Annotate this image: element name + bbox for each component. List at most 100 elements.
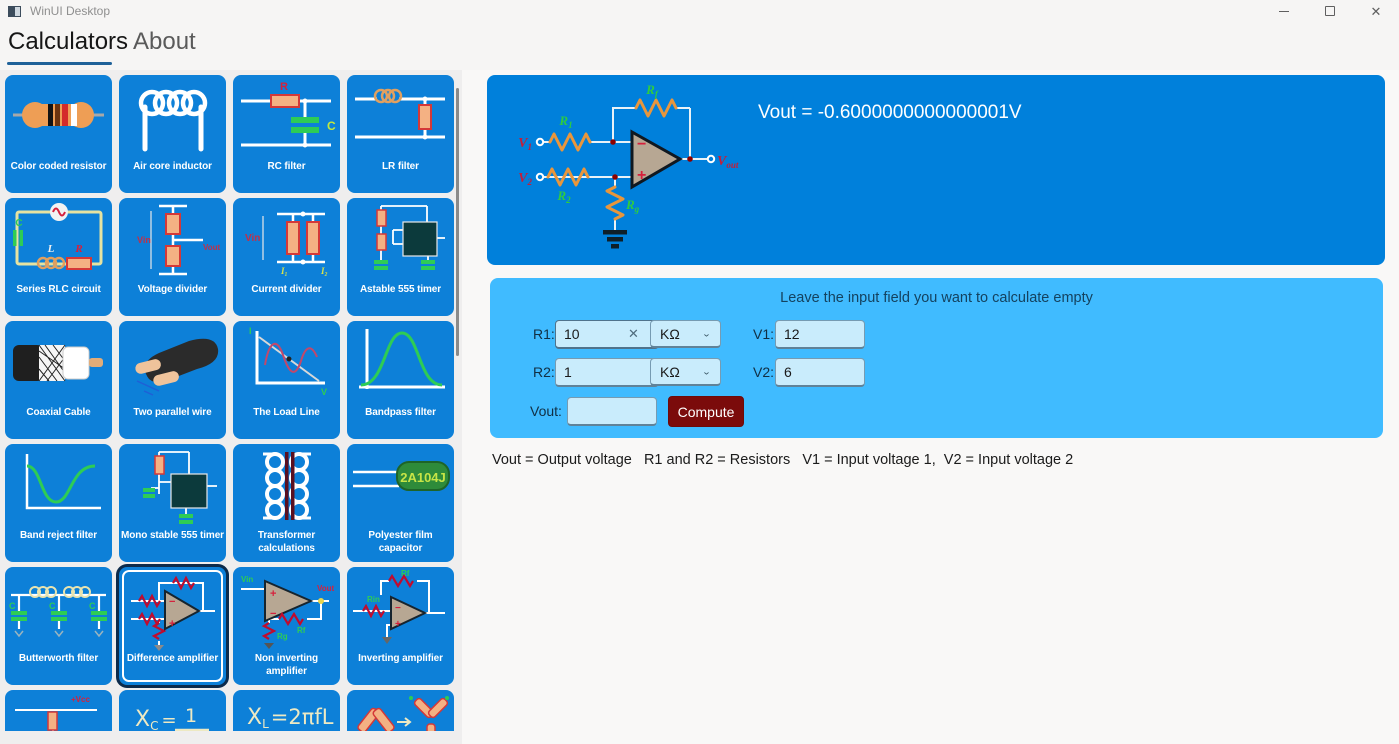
vout-input[interactable] bbox=[567, 397, 657, 426]
delta-to-y-icon bbox=[357, 696, 449, 731]
v1-input[interactable] bbox=[775, 320, 865, 349]
tile-the-load-line[interactable]: I V The Load Line bbox=[233, 321, 340, 439]
v2-input[interactable] bbox=[775, 358, 865, 387]
vertical-scrollbar[interactable] bbox=[456, 88, 459, 356]
difference-amplifier-icon: − + bbox=[131, 575, 215, 651]
svg-text:1: 1 bbox=[185, 705, 197, 727]
clear-r1-icon[interactable]: ✕ bbox=[628, 326, 639, 341]
r1-unit-dropdown[interactable]: KΩ ⌄ bbox=[650, 320, 721, 348]
r2-input[interactable] bbox=[555, 358, 659, 387]
tile-color-coded-resistor[interactable]: Color coded resistor bbox=[5, 75, 112, 193]
svg-text:C: C bbox=[89, 601, 96, 611]
tile-label: Difference amplifier bbox=[126, 653, 219, 664]
svg-text:+: + bbox=[169, 618, 175, 630]
tile-lr-filter[interactable]: LR filter bbox=[347, 75, 454, 193]
result-text: Vout = -0.6000000000000001V bbox=[758, 102, 1022, 123]
svg-text:Rf: Rf bbox=[401, 569, 410, 578]
r2-unit-dropdown[interactable]: KΩ ⌄ bbox=[650, 358, 721, 386]
tile-label: Inverting amplifier bbox=[358, 653, 443, 664]
tile-capacitive-reactance-formula[interactable]: XC= 1 2πfC bbox=[119, 690, 226, 731]
svg-text:Vin: Vin bbox=[137, 235, 151, 245]
input-panel: Leave the input field you want to calcul… bbox=[490, 278, 1383, 438]
series-rlc-icon: C L R bbox=[13, 203, 103, 270]
svg-text:XC=: XC= bbox=[135, 707, 177, 731]
tile-series-rlc-circuit[interactable]: C L R Series RLC circuit bbox=[5, 198, 112, 316]
tile-transformer-calculations[interactable]: Transformer calculations bbox=[233, 444, 340, 562]
tile-coaxial-cable[interactable]: Coaxial Cable bbox=[5, 321, 112, 439]
tile-transistor-bias[interactable]: +Vcc bbox=[5, 690, 112, 731]
svg-text:L: L bbox=[47, 243, 55, 255]
tile-label: Air core inductor bbox=[133, 161, 212, 172]
chevron-down-icon: ⌄ bbox=[701, 329, 711, 339]
monostable-555-icon bbox=[143, 451, 217, 524]
svg-text:V1: V1 bbox=[518, 136, 532, 152]
tile-label: Band reject filter bbox=[19, 530, 98, 541]
svg-text:2A104J: 2A104J bbox=[400, 470, 446, 485]
svg-text:I₂: I₂ bbox=[320, 266, 328, 276]
svg-text:XL=2πfL: XL=2πfL bbox=[247, 705, 334, 731]
lr-filter-icon bbox=[355, 88, 445, 140]
svg-text:Rg: Rg bbox=[625, 197, 640, 214]
tile-two-parallel-wire[interactable]: Two parallel wire bbox=[119, 321, 226, 439]
tile-butterworth-filter[interactable]: C C C Butterworth filter bbox=[5, 567, 112, 685]
tile-voltage-divider[interactable]: Vin Vout Voltage divider bbox=[119, 198, 226, 316]
tile-label: Mono stable 555 timer bbox=[121, 530, 224, 541]
tile-label: LR filter bbox=[382, 161, 419, 172]
tile-polyester-film-capacitor[interactable]: 2A104J Polyester film capacitor bbox=[347, 444, 454, 562]
tile-astable-555-timer[interactable]: Astable 555 timer bbox=[347, 198, 454, 316]
tab-selection-indicator bbox=[7, 62, 112, 65]
svg-text:−: − bbox=[169, 596, 175, 608]
r1-unit-value: KΩ bbox=[660, 325, 680, 342]
title-bar: WinUI Desktop ✕ bbox=[0, 0, 1399, 22]
coaxial-cable-icon bbox=[13, 344, 103, 382]
close-button[interactable]: ✕ bbox=[1353, 0, 1399, 22]
tile-non-inverting-amplifier[interactable]: + − Vin Vout Rf Rg Non inverting amplifi… bbox=[233, 567, 340, 685]
tile-inverting-amplifier[interactable]: − + Rf Rin Inverting amplifier bbox=[347, 567, 454, 685]
tile-delta-to-y-conversion[interactable] bbox=[347, 690, 454, 731]
butterworth-filter-icon: C C C bbox=[9, 586, 107, 638]
tile-difference-amplifier[interactable]: − + Difference amplifier bbox=[119, 567, 226, 685]
tile-label: Polyester film capacitor bbox=[368, 530, 433, 554]
svg-text:C: C bbox=[9, 601, 16, 611]
v2-label: V2: bbox=[753, 364, 775, 380]
compute-button[interactable]: Compute bbox=[668, 396, 744, 427]
svg-text:−: − bbox=[270, 608, 276, 620]
opamp-plus-input: + bbox=[637, 167, 646, 184]
minimize-button[interactable] bbox=[1261, 0, 1307, 22]
tile-current-divider[interactable]: Vin I₁ I₂ Current divider bbox=[233, 198, 340, 316]
svg-text:V2: V2 bbox=[518, 171, 532, 187]
tile-mono-stable-555-timer[interactable]: Mono stable 555 timer bbox=[119, 444, 226, 562]
tile-label: Color coded resistor bbox=[10, 161, 107, 172]
svg-text:Vout: Vout bbox=[203, 243, 221, 252]
color-coded-resistor-icon bbox=[13, 102, 104, 128]
r2-unit-value: KΩ bbox=[660, 363, 680, 380]
svg-text:−: − bbox=[395, 603, 401, 614]
tile-label: RC filter bbox=[267, 161, 306, 172]
calculator-tile-grid: Color coded resistor Air core inductor R… bbox=[5, 75, 454, 731]
restore-button[interactable] bbox=[1307, 0, 1353, 22]
tile-label: Butterworth filter bbox=[18, 653, 99, 664]
tile-rc-filter[interactable]: R C RC filter bbox=[233, 75, 340, 193]
svg-text:R: R bbox=[280, 81, 288, 93]
svg-text:Rin: Rin bbox=[367, 595, 380, 604]
opamp-minus-input: − bbox=[637, 136, 646, 153]
tab-bar: Calculators About bbox=[0, 22, 1399, 70]
bandpass-filter-icon bbox=[359, 329, 445, 389]
tile-inductive-reactance-formula[interactable]: XL=2πfL bbox=[233, 690, 340, 731]
tile-band-reject-filter[interactable]: Band reject filter bbox=[5, 444, 112, 562]
astable-555-icon bbox=[374, 205, 445, 270]
instruction-text: Leave the input field you want to calcul… bbox=[780, 290, 1093, 306]
svg-text:Rg: Rg bbox=[277, 632, 288, 641]
svg-text:C: C bbox=[327, 119, 336, 133]
svg-text:I: I bbox=[249, 326, 252, 336]
tile-air-core-inductor[interactable]: Air core inductor bbox=[119, 75, 226, 193]
tab-about[interactable]: About bbox=[133, 28, 196, 55]
tab-calculators[interactable]: Calculators bbox=[8, 28, 129, 55]
v1-label: V1: bbox=[753, 326, 775, 342]
chevron-down-icon: ⌄ bbox=[701, 367, 711, 377]
svg-text:R1: R1 bbox=[558, 113, 572, 130]
r1-input[interactable] bbox=[555, 320, 659, 349]
tile-label: Voltage divider bbox=[137, 284, 208, 295]
tile-bandpass-filter[interactable]: Bandpass filter bbox=[347, 321, 454, 439]
tile-label: Bandpass filter bbox=[365, 407, 436, 418]
